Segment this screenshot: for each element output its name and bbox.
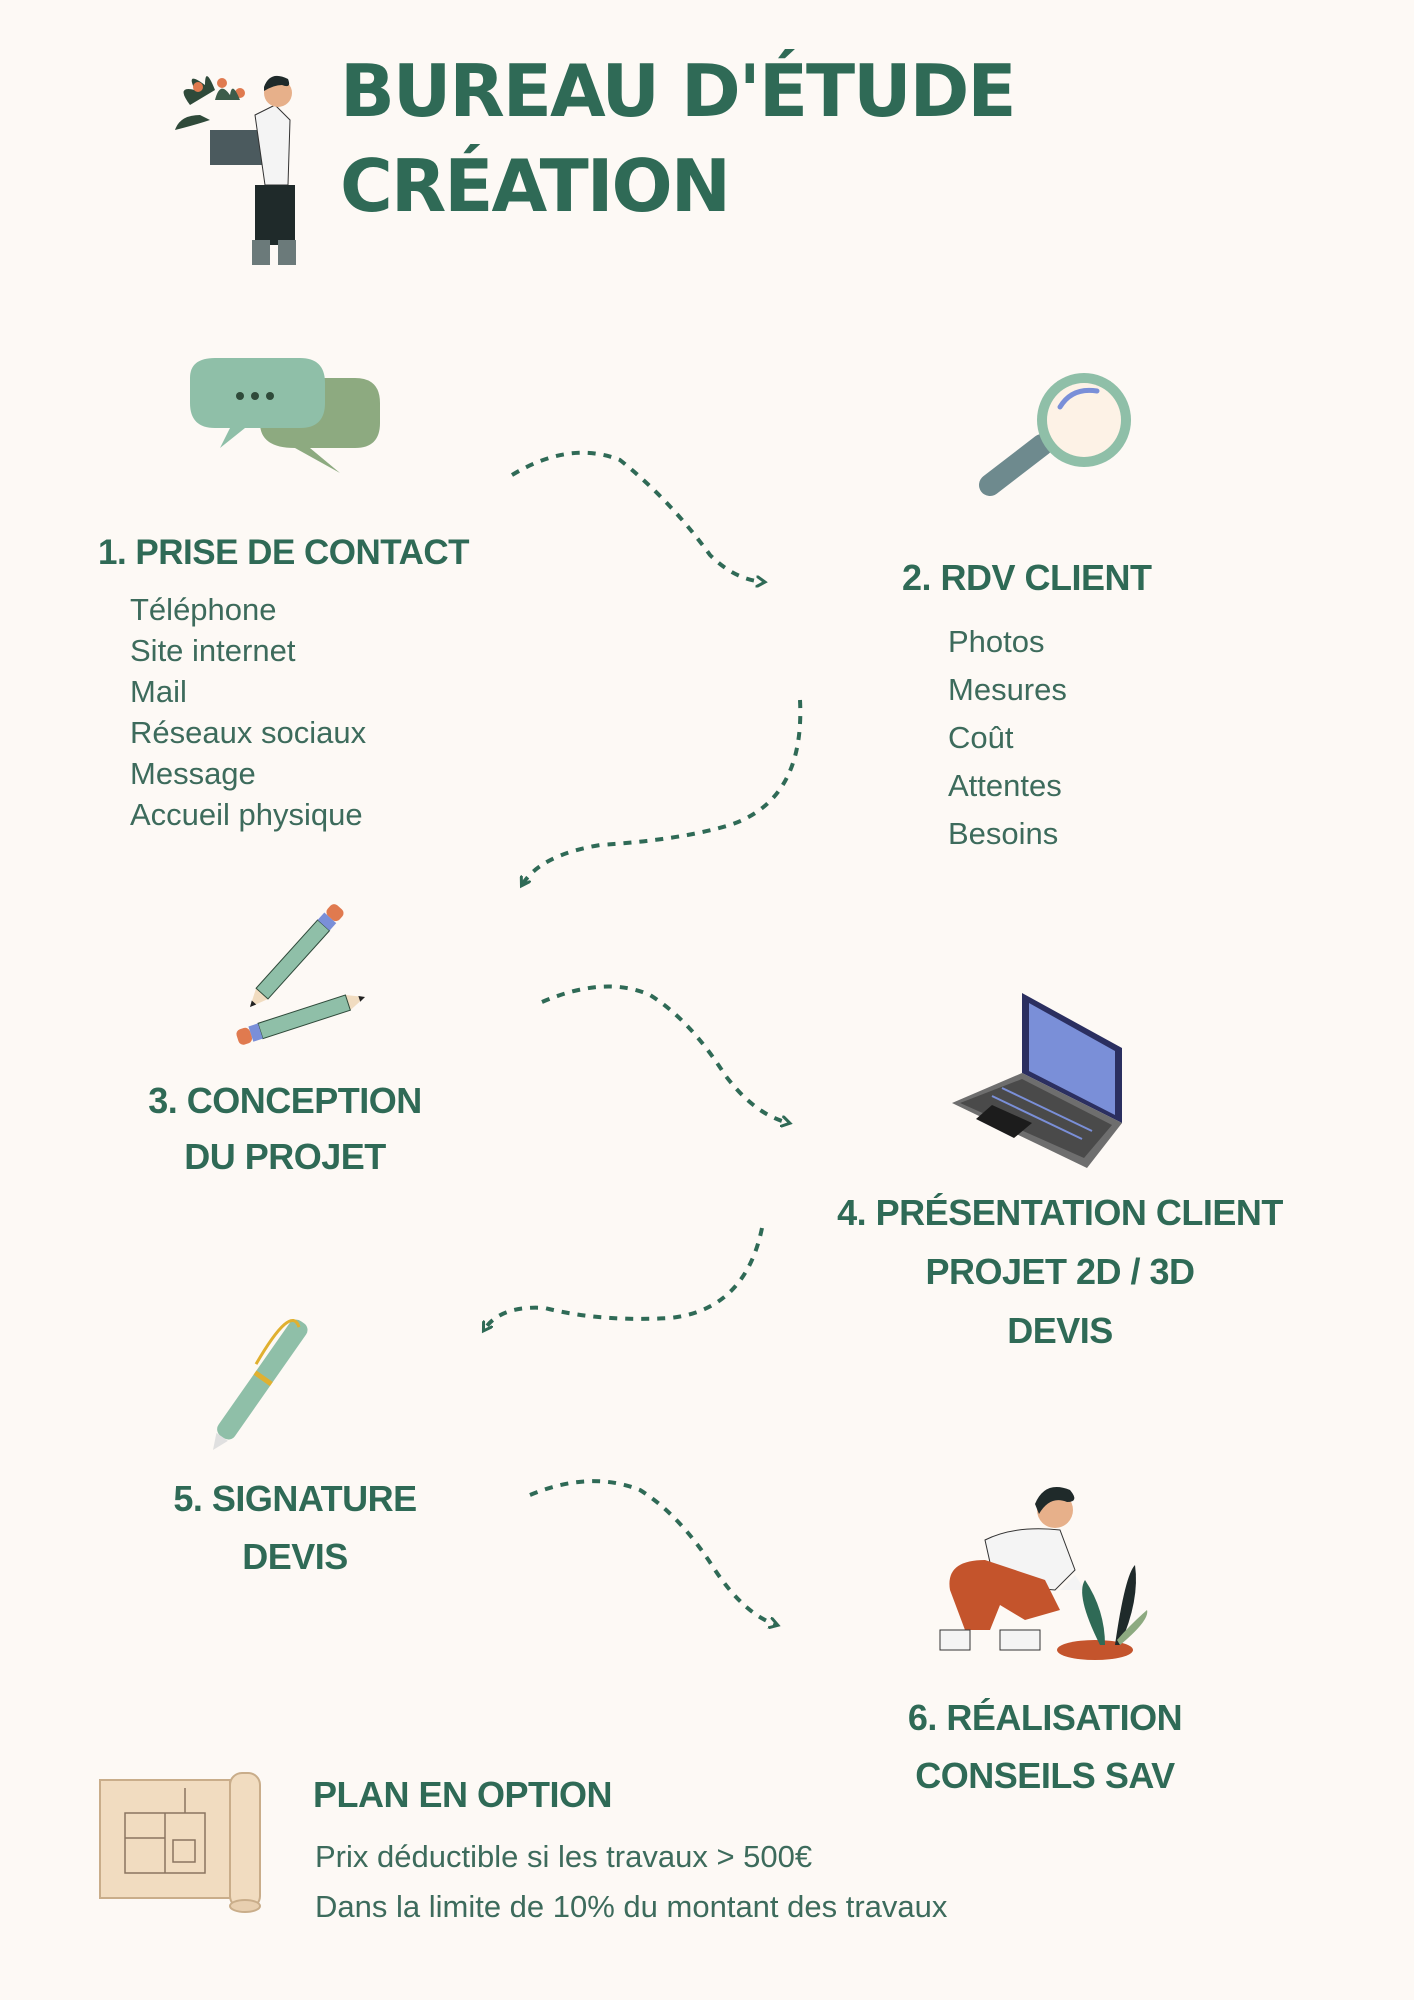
plan-option-lines: Prix déductible si les travaux > 500€ Da… <box>315 1832 947 1932</box>
list-item: Mesures <box>948 672 1067 707</box>
list-item: Réseaux sociaux <box>130 715 367 750</box>
title-line-1: BUREAU D'ÉTUDE <box>340 49 1017 133</box>
person-with-plants-icon <box>175 75 296 265</box>
list-item: Téléphone <box>130 592 277 627</box>
title-line: CONSEILS SAV <box>915 1755 1175 1796</box>
step-3-title: 3. CONCEPTION DU PROJET <box>110 1083 460 1175</box>
magnifying-glass-icon <box>979 373 1131 496</box>
title-line-2: CRÉATION <box>340 144 731 228</box>
step-1-items: Téléphone Site internet Mail Réseaux soc… <box>130 589 366 835</box>
title-line: 6. RÉALISATION <box>907 1697 1183 1738</box>
list-item: Coût <box>948 720 1014 755</box>
title-line: 3. CONCEPTION <box>148 1080 422 1121</box>
step-5-title: 5. SIGNATURE DEVIS <box>120 1481 470 1575</box>
list-item: Besoins <box>948 816 1059 851</box>
step-1-title: 1. PRISE DE CONTACT <box>98 533 470 572</box>
list-item: Accueil physique <box>130 797 363 832</box>
title-line: 4. PRÉSENTATION CLIENT <box>837 1192 1283 1233</box>
title-line: DEVIS <box>242 1536 348 1577</box>
step-4-title: 4. PRÉSENTATION CLIENT PROJET 2D / 3D DE… <box>815 1195 1305 1349</box>
plan-option-title: PLAN EN OPTION <box>313 1774 613 1815</box>
step-6-title: 6. RÉALISATION CONSEILS SAV <box>850 1700 1240 1794</box>
step-2-items: Photos Mesures Coût Attentes Besoins <box>948 618 1067 858</box>
list-item: Attentes <box>948 768 1062 803</box>
laptop-icon <box>952 993 1122 1168</box>
speech-bubbles-icon <box>190 358 380 473</box>
title-line: DEVIS <box>1007 1310 1113 1351</box>
plan-option-line: Prix déductible si les travaux > 500€ <box>315 1839 813 1874</box>
pen-icon <box>213 1319 308 1450</box>
pencils-icon <box>236 904 365 1045</box>
list-item: Site internet <box>130 633 296 668</box>
title-line: 5. SIGNATURE <box>173 1478 417 1519</box>
gardener-icon <box>939 1487 1148 1660</box>
list-item: Message <box>130 756 256 791</box>
title-line: DU PROJET <box>184 1136 386 1177</box>
list-item: Mail <box>130 674 187 709</box>
title-line: PROJET 2D / 3D <box>925 1251 1195 1292</box>
plan-option-line: Dans la limite de 10% du montant des tra… <box>315 1889 948 1924</box>
step-2-title: 2. RDV CLIENT <box>902 557 1152 598</box>
blueprint-icon <box>99 1772 261 1913</box>
list-item: Photos <box>948 624 1045 659</box>
